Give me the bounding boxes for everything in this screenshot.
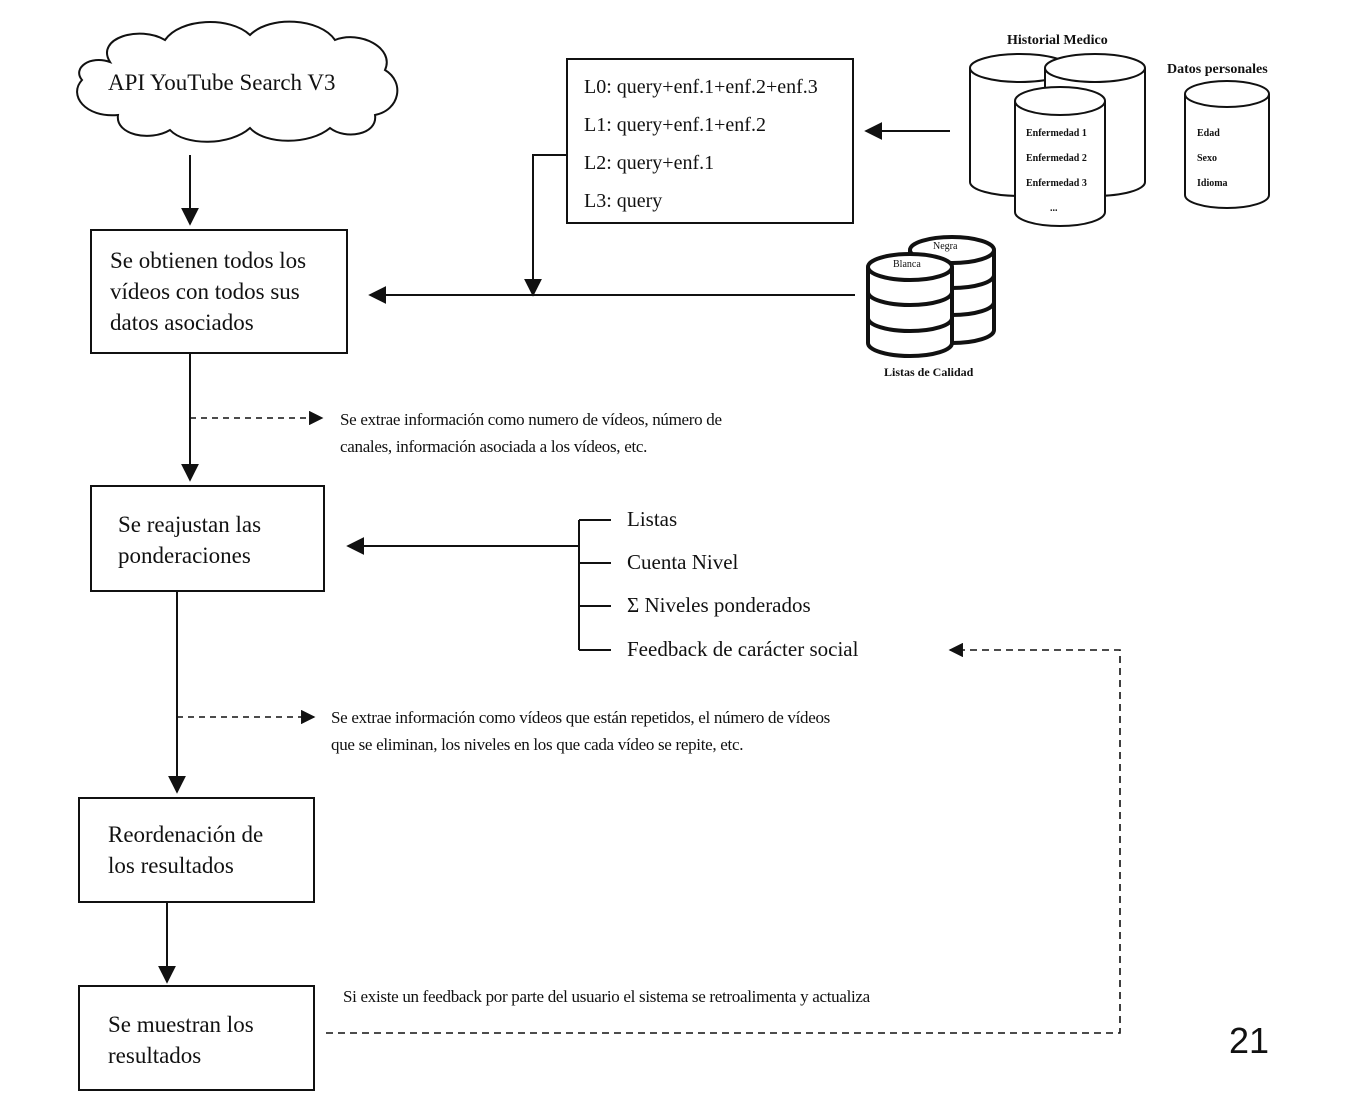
extract-note-2: Se extrae información como vídeos que es…	[331, 704, 830, 758]
levels-connector	[524, 154, 566, 297]
quality-lists-db	[866, 235, 996, 358]
level-l1: L1: query+enf.1+enf.2	[584, 114, 766, 136]
factor-weighted-levels: Σ Niveles ponderados	[627, 593, 811, 617]
personal-item-sex: Sexo	[1197, 153, 1217, 164]
reorder-line-2: los resultados	[108, 853, 234, 878]
feedback-note: Si existe un feedback por parte del usua…	[343, 987, 870, 1006]
show-line-1: Se muestran los	[108, 1012, 254, 1037]
process-reweight: Se reajustan las ponderaciones	[90, 485, 325, 592]
level-l2: L2: query+enf.1	[584, 152, 715, 174]
cloud-shape	[76, 20, 399, 143]
page-number: 21	[1229, 1020, 1270, 1061]
obtain-line-3: datos asociados	[110, 310, 254, 335]
extract-note-1: Se extrae información como numero de víd…	[340, 406, 722, 460]
personal-data-db	[1184, 80, 1270, 209]
extract-note-1-line-2: canales, información asociada a los víde…	[340, 437, 648, 456]
medical-item-2: Enfermedad 2	[1026, 153, 1087, 164]
black-list-label: Negra	[933, 241, 958, 252]
cloud-label: API YouTube Search V3	[108, 70, 336, 95]
factor-social-feedback: Feedback de carácter social	[627, 637, 859, 661]
extract-note-2-line-2: que se eliminan, los niveles en los que …	[331, 735, 744, 754]
show-line-2: resultados	[108, 1043, 202, 1068]
process-obtain-videos: Se obtienen todos los vídeos con todos s…	[90, 229, 348, 354]
level-l3: L3: query	[584, 190, 663, 212]
level-l0: L0: query+enf.1+enf.2+enf.3	[584, 76, 818, 98]
dashed-feedback-loop	[326, 642, 1121, 1034]
personal-item-age: Edad	[1197, 128, 1220, 139]
medical-item-3: Enfermedad 3	[1026, 178, 1087, 189]
levels-box: L0: query+enf.1+enf.2+enf.3 L1: query+en…	[566, 58, 854, 224]
medical-item-more: ...	[1050, 203, 1058, 214]
white-list-label: Blanca	[893, 259, 921, 270]
factor-level-count: Cuenta Nivel	[627, 550, 739, 574]
medical-item-1: Enfermedad 1	[1026, 128, 1087, 139]
medical-history-title: Historial Medico	[1007, 33, 1108, 48]
obtain-line-2: vídeos con todos sus	[110, 279, 300, 304]
extract-note-2-line-1: Se extrae información como vídeos que es…	[331, 708, 830, 727]
factor-lists: Listas	[627, 507, 678, 531]
reweight-line-2: ponderaciones	[118, 543, 251, 568]
medical-history-db	[969, 53, 1146, 227]
obtain-line-1: Se obtienen todos los	[110, 248, 307, 273]
reorder-line-1: Reordenación de	[108, 822, 264, 847]
personal-item-language: Idioma	[1197, 178, 1228, 189]
process-show-results: Se muestran los resultados	[78, 985, 315, 1091]
extract-note-1-line-1: Se extrae información como numero de víd…	[340, 410, 722, 429]
reweight-line-1: Se reajustan las	[118, 512, 262, 537]
quality-lists-title: Listas de Calidad	[884, 365, 974, 379]
personal-data-title: Datos personales	[1167, 62, 1268, 77]
process-reorder: Reordenación de los resultados	[78, 797, 315, 903]
